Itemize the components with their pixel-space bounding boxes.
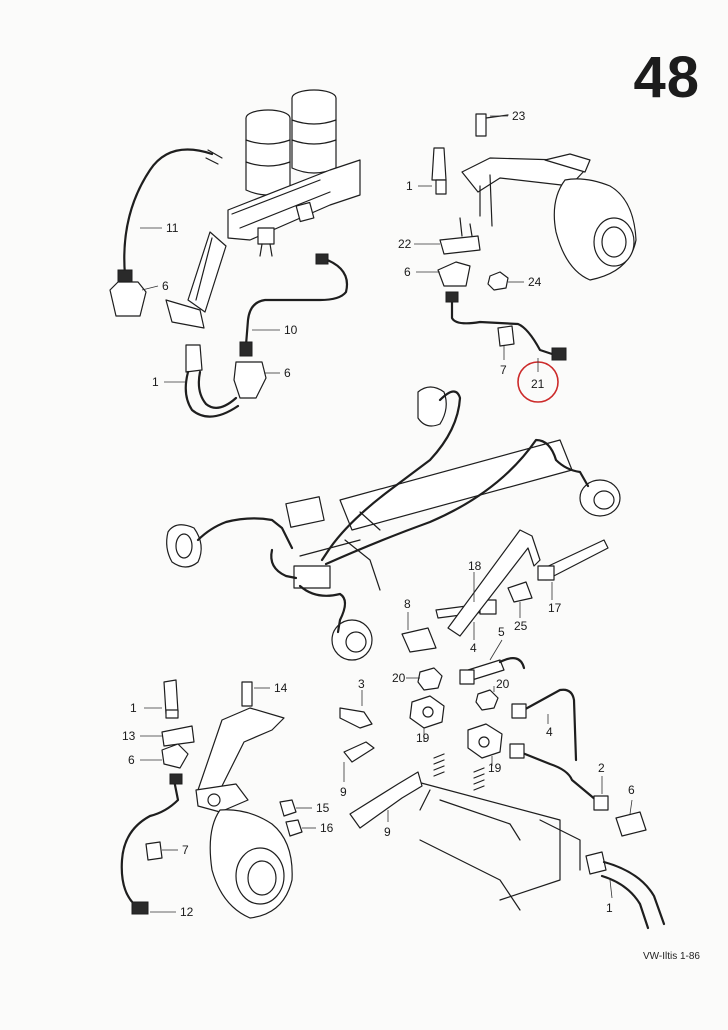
rear-brake-line-right <box>324 438 590 566</box>
callout-19-left: 19 <box>416 731 430 745</box>
footer-reference: VW-Iltis 1-86 <box>642 951 700 962</box>
callout-1-left: 1 <box>152 375 159 389</box>
callout-6-upper: 6 <box>162 279 169 293</box>
callout-19-right: 19 <box>488 761 502 775</box>
rear-axle-assembly <box>166 386 621 661</box>
callout-8: 8 <box>404 597 411 611</box>
callout-6-lower: 6 <box>284 366 291 380</box>
callout-1-bottomleft: 1 <box>130 701 137 715</box>
callout-12: 12 <box>180 905 194 919</box>
callout-16: 16 <box>320 821 334 835</box>
callout-6-topright: 6 <box>404 265 411 279</box>
callout-4-bottom: 4 <box>546 725 553 739</box>
rear-brake-line-left <box>196 517 294 550</box>
callout-5: 5 <box>498 625 505 639</box>
rear-brake-line-bottom <box>298 584 347 634</box>
brake-hose-11 <box>123 148 214 277</box>
callout-17: 17 <box>548 601 562 615</box>
callout-3: 3 <box>358 677 365 691</box>
middle-small-parts <box>401 529 609 685</box>
callout-1-bottomright: 1 <box>606 901 613 915</box>
callout-2: 2 <box>598 761 605 775</box>
rear-brake-line-main <box>320 390 462 562</box>
callout-7-topright: 7 <box>500 363 507 377</box>
brake-line-10 <box>244 256 349 347</box>
callout-9-lower: 9 <box>384 825 391 839</box>
callout-20-left: 20 <box>392 671 406 685</box>
callout-21: 21 <box>531 377 545 391</box>
brake-line-21 <box>450 298 554 356</box>
callout-11: 11 <box>166 221 179 235</box>
callout-14: 14 <box>274 681 288 695</box>
brake-line-12 <box>120 778 180 912</box>
callout-7-bottomleft: 7 <box>182 843 189 857</box>
page-number: 48 <box>633 45 700 110</box>
master-cylinder-assembly <box>187 89 361 313</box>
callout-9-upper: 9 <box>340 785 347 799</box>
callout-18: 18 <box>468 559 482 573</box>
front-right-knuckle <box>431 113 637 361</box>
callout-25: 25 <box>514 619 528 633</box>
callout-15: 15 <box>316 801 330 815</box>
callout-1-topright: 1 <box>406 179 413 193</box>
callout-6-bottomright: 6 <box>628 783 635 797</box>
chassis-and-fittings <box>339 667 666 930</box>
callout-24: 24 <box>528 275 542 289</box>
callout-20-right: 20 <box>496 677 510 691</box>
callout-4-middle: 4 <box>470 641 477 655</box>
callout-23: 23 <box>512 109 526 123</box>
callout-10: 10 <box>284 323 298 337</box>
front-left-knuckle <box>120 679 303 919</box>
callout-22: 22 <box>398 237 412 251</box>
callout-6-bottomleft: 6 <box>128 753 135 767</box>
callout-13: 13 <box>122 729 136 743</box>
